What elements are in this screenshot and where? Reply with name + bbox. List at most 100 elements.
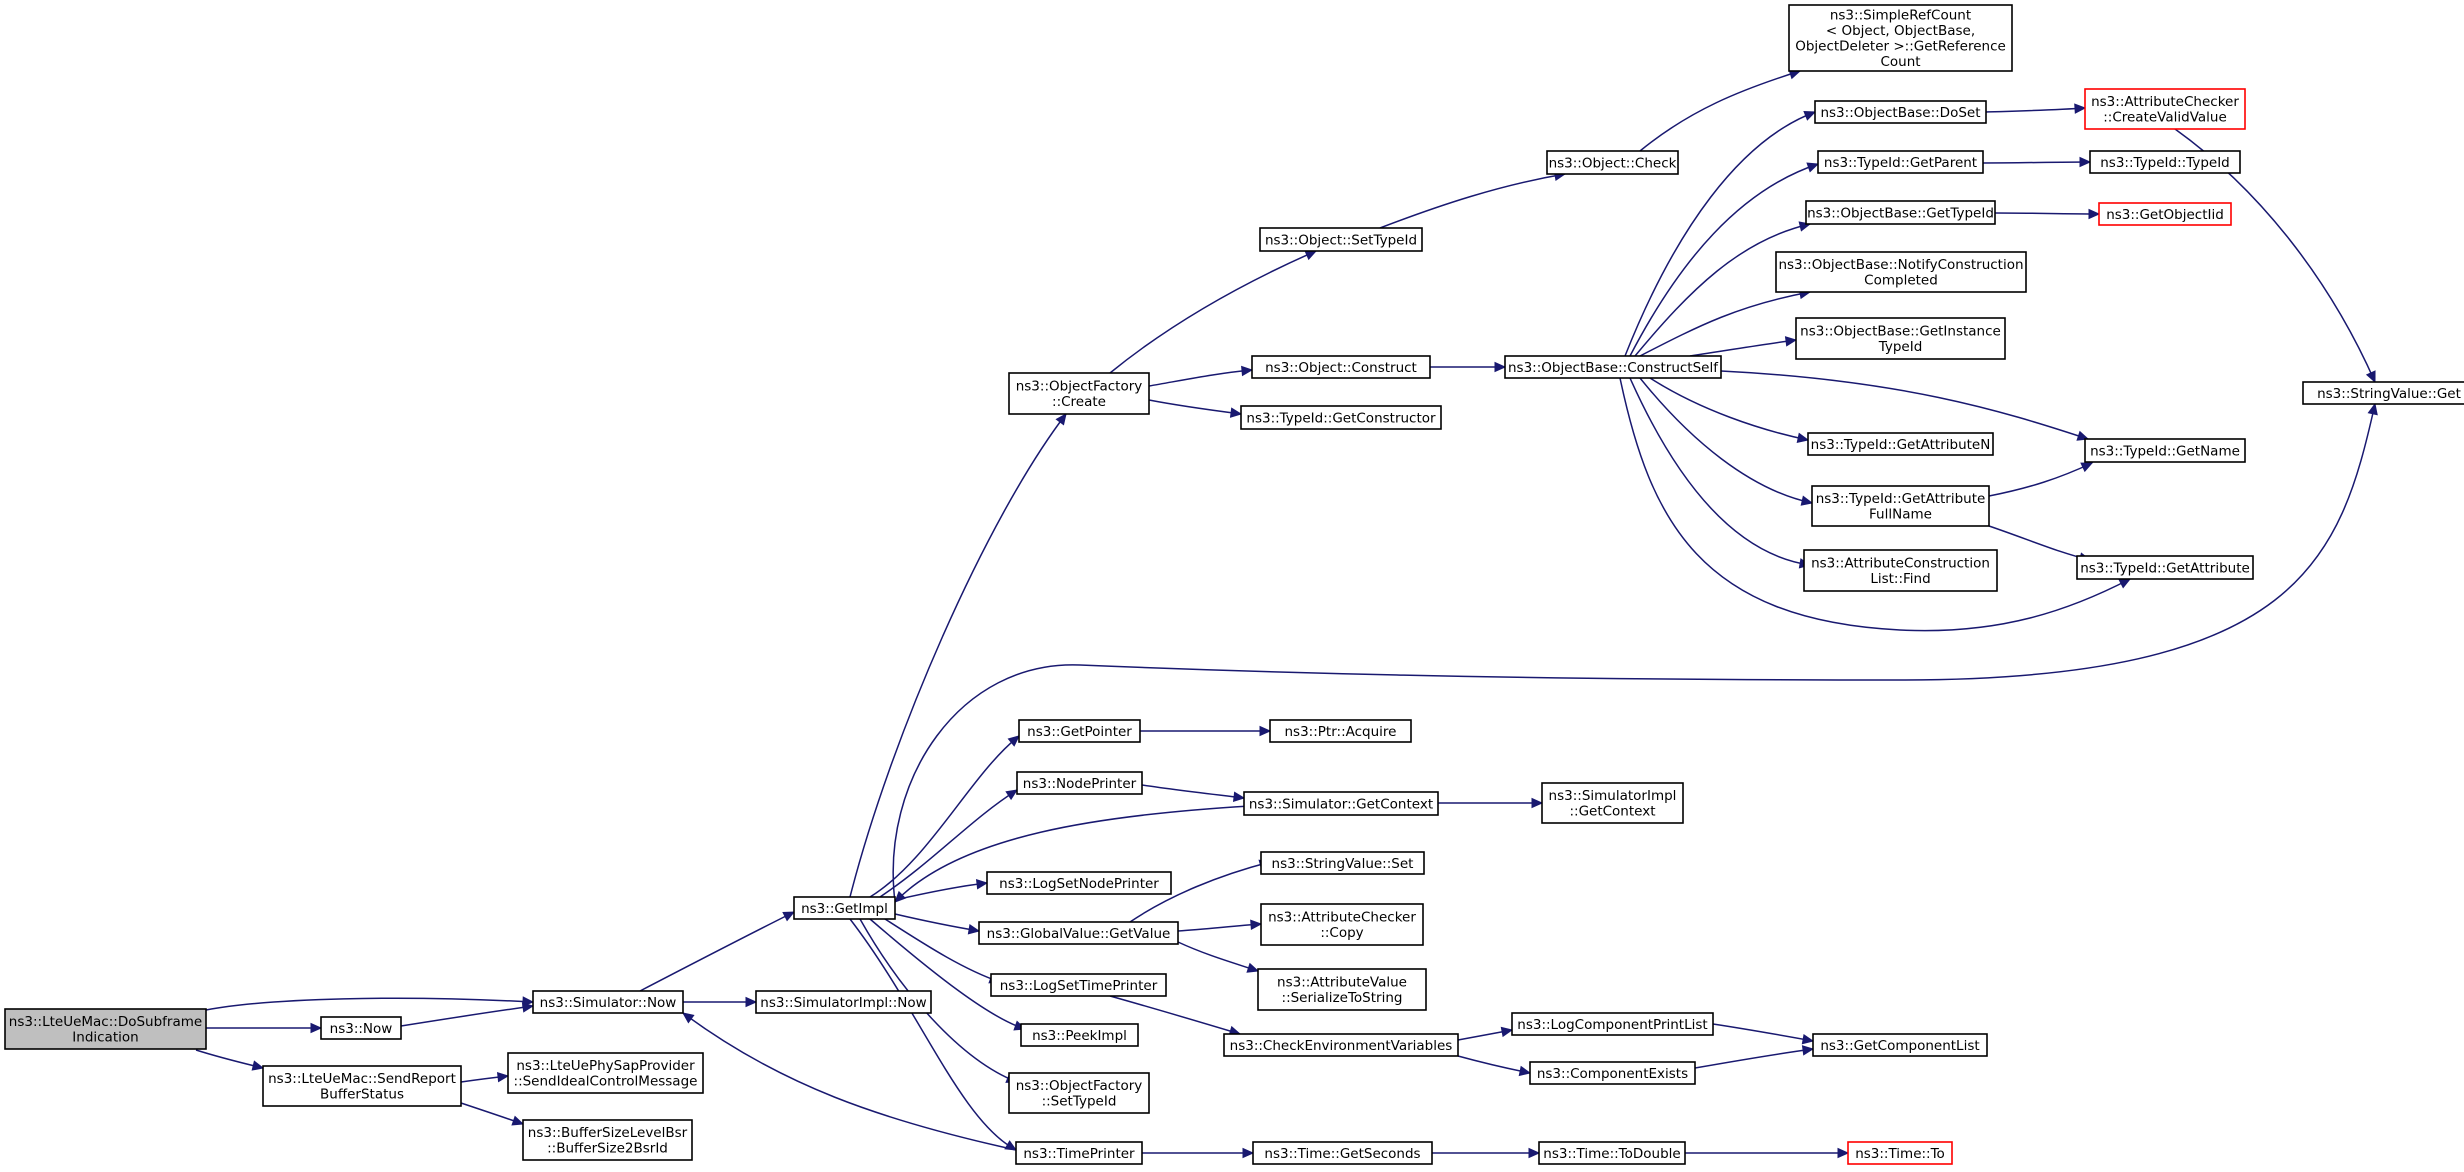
node-timegetsec[interactable]: ns3::Time::GetSeconds (1252, 1141, 1433, 1165)
node-label: ObjectDeleter >::GetReference (1795, 39, 2006, 55)
node-tidgetctor[interactable]: ns3::TypeId::GetConstructor (1240, 405, 1442, 430)
node-tidgetname[interactable]: ns3::TypeId::GetName (2084, 438, 2246, 463)
node-simnow[interactable]: ns3::Simulator::Now (532, 990, 684, 1014)
node-box (1807, 432, 1994, 456)
node-objcheck[interactable]: ns3::Object::Check (1546, 150, 1679, 175)
node-bsr[interactable]: ns3::BufferSizeLevelBsr::BufferSize2BsrI… (522, 1119, 693, 1161)
node-label: ns3::Object::Check (1549, 155, 1677, 171)
node-obgettypeid[interactable]: ns3::ObjectBase::GetTypeId (1805, 200, 1996, 225)
arrowhead-compexists (1518, 1065, 1532, 1077)
node-compexists[interactable]: ns3::ComponentExists (1529, 1061, 1696, 1085)
node-tidgetparent[interactable]: ns3::TypeId::GetParent (1817, 150, 1984, 174)
edge-to-tidgetparent (1629, 163, 1819, 357)
node-box (320, 1016, 402, 1040)
edge-to-tidgetname (1720, 370, 2089, 440)
node-label: ::CreateValidValue (2103, 110, 2227, 126)
node-gvgetvalue[interactable]: ns3::GlobalValue::GetValue (978, 921, 1179, 945)
node-ofsettypeid[interactable]: ns3::ObjectFactory::SetTypeId (1008, 1072, 1150, 1114)
edge-to-getobjectiid (1994, 212, 2100, 215)
node-tidtypeid[interactable]: ns3::TypeId::TypeId (2089, 150, 2241, 174)
edge-to-simnow (205, 997, 534, 1011)
node-box (1257, 968, 1427, 1011)
node-label: ns3::AttributeValue (1277, 975, 1407, 991)
node-label: ns3::TypeId::TypeId (2100, 155, 2230, 171)
node-accopy[interactable]: ns3::AttributeChecker::Copy (1260, 903, 1424, 946)
edge-to-ofsettypeid (859, 918, 1018, 1083)
arrowhead-getpointer (1007, 735, 1020, 747)
node-timeprinter[interactable]: ns3::TimePrinter (1015, 1141, 1143, 1165)
edge-to-obgettypeid (1634, 223, 1811, 357)
node-box (1259, 227, 1423, 252)
node-ofcreate[interactable]: ns3::ObjectFactory::Create (1008, 372, 1150, 415)
node-timetodouble[interactable]: ns3::Time::ToDouble (1538, 1141, 1686, 1165)
edge-to-objconstruct (1148, 369, 1253, 387)
arrowhead-getimpl (782, 911, 796, 922)
arrowhead-tidgetattrfull (1800, 495, 1814, 506)
node-simimplgetctx[interactable]: ns3::SimulatorImpl::GetContext (1541, 782, 1684, 824)
node-sendideal[interactable]: ns3::LteUePhySapProvider::SendIdealContr… (507, 1052, 704, 1094)
node-ptracquire[interactable]: ns3::Ptr::Acquire (1269, 719, 1412, 743)
node-getobjectiid[interactable]: ns3::GetObjectIid (2098, 202, 2232, 226)
node-getimpl[interactable]: ns3::GetImpl (793, 896, 896, 920)
node-box (2076, 555, 2254, 580)
node-box (1538, 1141, 1686, 1165)
edge-to-getcomplist (1712, 1023, 1814, 1042)
node-logcpl[interactable]: ns3::LogComponentPrintList (1511, 1012, 1714, 1036)
node-peekimpl[interactable]: ns3::PeekImpl (1020, 1023, 1139, 1047)
arrowhead-avser (1246, 962, 1260, 973)
node-box (978, 921, 1179, 945)
node-obnotify[interactable]: ns3::ObjectBase::NotifyConstructionCompl… (1775, 251, 2027, 293)
node-label: ns3::NodePrinter (1023, 776, 1137, 792)
node-svset[interactable]: ns3::StringValue::Set (1260, 851, 1425, 875)
edge-to-avser (1177, 941, 1259, 972)
node-label: ns3::ObjectBase::NotifyConstruction (1778, 257, 2023, 273)
node-svget[interactable]: ns3::StringValue::Get (2302, 381, 2464, 405)
node-obdoset[interactable]: ns3::ObjectBase::DoSet (1814, 100, 1987, 124)
node-simimplnow[interactable]: ns3::SimulatorImpl::Now (755, 990, 932, 1014)
arrowhead-obconstructself (1494, 361, 1507, 373)
node-logsetnode[interactable]: ns3::LogSetNodePrinter (986, 871, 1172, 895)
node-label: ns3::ObjectBase::GetInstance (1800, 324, 2001, 340)
node-box (986, 871, 1172, 895)
node-label: ns3::Now (330, 1021, 393, 1037)
node-label: ns3::StringValue::Set (1272, 856, 1414, 872)
node-getcomplist[interactable]: ns3::GetComponentList (1812, 1033, 1988, 1057)
node-box (1546, 150, 1679, 175)
arrowhead-svget (2367, 402, 2378, 416)
node-accreate[interactable]: ns3::AttributeChecker::CreateValidValue (2084, 88, 2246, 130)
node-simgetctx[interactable]: ns3::Simulator::GetContext (1243, 791, 1439, 816)
node-getpointer[interactable]: ns3::GetPointer (1018, 719, 1141, 743)
node-now[interactable]: ns3::Now (320, 1016, 402, 1040)
node-obconstructself[interactable]: ns3::ObjectBase::ConstructSelf (1504, 355, 1722, 379)
node-timeto[interactable]: ns3::Time::To (1847, 1141, 1953, 1165)
node-label: ::SetTypeId (1042, 1094, 1117, 1110)
node-box (2089, 150, 2241, 174)
node-label: ns3::BufferSizeLevelBsr (528, 1125, 688, 1141)
arrowhead-obgetinst (1784, 336, 1798, 347)
node-checkenv[interactable]: ns3::CheckEnvironmentVariables (1223, 1033, 1459, 1057)
edge-to-simnow (682, 1012, 1017, 1151)
node-box (4, 1008, 207, 1050)
node-nodeprinter[interactable]: ns3::NodePrinter (1016, 771, 1143, 795)
node-box (1008, 372, 1150, 415)
arrowhead-obdoset (1803, 110, 1817, 121)
node-objconstruct[interactable]: ns3::Object::Construct (1251, 355, 1431, 379)
node-tidgetattr[interactable]: ns3::TypeId::GetAttribute (2076, 555, 2254, 580)
node-tidgetattrn[interactable]: ns3::TypeId::GetAttributeN (1807, 432, 1994, 456)
node-simplerefcount[interactable]: ns3::SimpleRefCount< Object, ObjectBase,… (1788, 4, 2013, 72)
arrowhead-objsettypeid (1304, 250, 1318, 261)
node-logsettime[interactable]: ns3::LogSetTimePrinter (990, 973, 1167, 997)
node-box (262, 1065, 462, 1107)
node-objsettypeid[interactable]: ns3::Object::SetTypeId (1259, 227, 1423, 252)
node-avser[interactable]: ns3::AttributeValue::SerializeToString (1257, 968, 1427, 1011)
edge-to-ofcreate (849, 413, 1067, 898)
node-label: ns3::GetObjectIid (2106, 207, 2224, 223)
node-box (990, 973, 1167, 997)
node-box (1018, 719, 1141, 743)
node-label: ns3::Simulator::Now (540, 995, 677, 1011)
